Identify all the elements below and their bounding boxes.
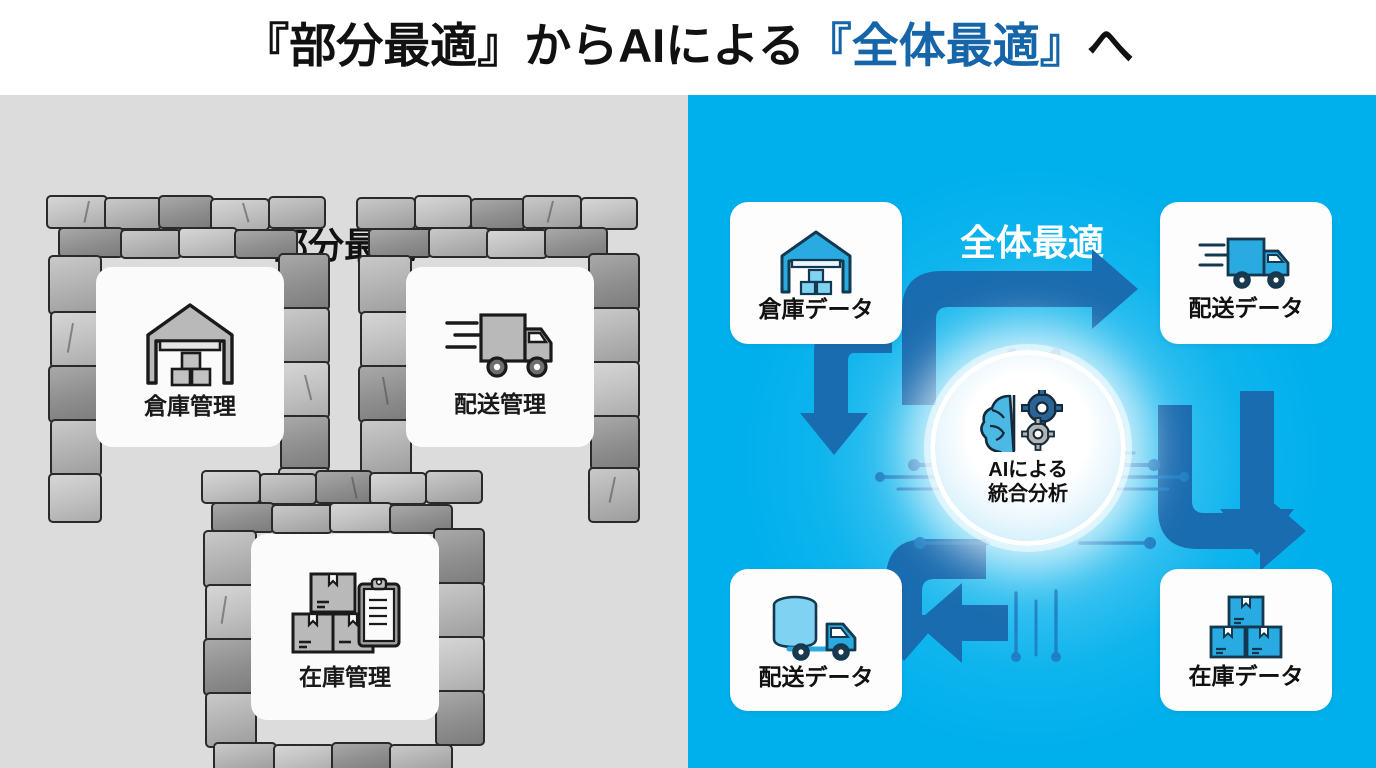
boxes-clipboard-icon — [291, 572, 401, 653]
card-label: 在庫管理 — [299, 663, 391, 690]
card-label: 倉庫管理 — [144, 392, 236, 419]
database-truck-icon — [772, 595, 857, 661]
slide-title-bar: 『部分最適』からAIによる『全体最適』へ — [0, 0, 1376, 95]
right-panel-total-optimization: 全体最適 — [688, 95, 1376, 768]
card-label: 倉庫データ — [758, 295, 874, 322]
data-card-warehouse[interactable]: 倉庫データ — [730, 202, 902, 344]
ai-analysis-hub[interactable]: AIによる 統合分析 — [930, 350, 1126, 546]
card-label: 配送データ — [1188, 294, 1304, 321]
warehouse-icon — [780, 230, 852, 295]
card-label: 配送管理 — [454, 390, 546, 417]
title-part-3: へ — [1086, 19, 1134, 72]
data-card-delivery-bottom[interactable]: 配送データ — [730, 569, 902, 711]
left-panel-partial-optimization: 部分最適 — [0, 95, 688, 768]
hub-label-line2: 統合分析 — [988, 483, 1068, 505]
warehouse-icon — [146, 302, 234, 386]
silo-group-delivery: 配送管理 — [350, 195, 650, 525]
truck-icon — [1198, 237, 1290, 289]
brain-gears-icon — [980, 389, 1063, 452]
title-part-2-accent: 『全体最適』 — [804, 19, 1087, 72]
truck-icon — [445, 312, 553, 378]
boxes-icon — [1209, 595, 1283, 658]
card-label: 配送データ — [758, 663, 874, 690]
data-card-delivery-top[interactable]: 配送データ — [1160, 202, 1332, 344]
hub-label-line1: AIによる — [988, 458, 1068, 481]
title-part-1: 『部分最適』からAIによる — [242, 19, 805, 72]
card-delivery-management[interactable]: 配送管理 — [406, 267, 594, 447]
card-label: 在庫データ — [1188, 662, 1304, 689]
page-title: 『部分最適』からAIによる『全体最適』へ — [242, 22, 1134, 69]
data-card-inventory[interactable]: 在庫データ — [1160, 569, 1332, 711]
card-inventory-management[interactable]: 在庫管理 — [251, 534, 439, 720]
card-warehouse-management[interactable]: 倉庫管理 — [96, 267, 284, 447]
silo-group-inventory: 在庫管理 — [195, 470, 495, 768]
